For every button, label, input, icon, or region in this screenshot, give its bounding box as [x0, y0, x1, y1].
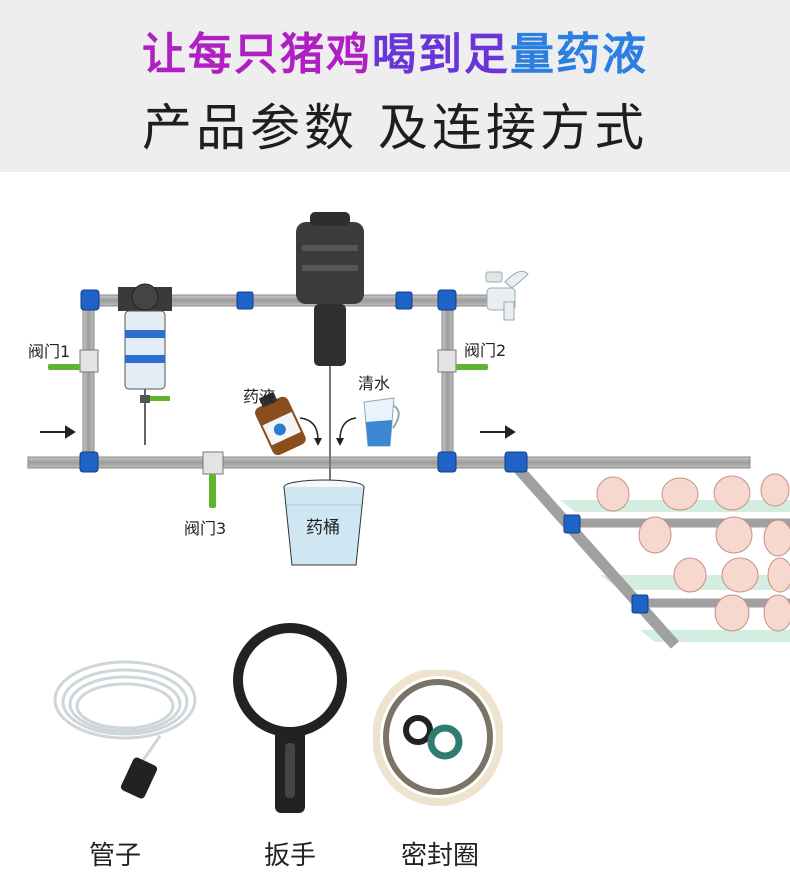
valve2-label: 阀门2 [464, 341, 507, 360]
pen-stripe [640, 630, 790, 642]
bucket-label: 药桶 [306, 518, 340, 538]
measuring-cup-icon [363, 397, 400, 447]
medicine-label: 药液 [243, 387, 276, 406]
valve-3 [202, 451, 224, 508]
filter-unit [118, 283, 172, 445]
medicine-bottle-icon [255, 391, 306, 456]
headline-part1: 让每只猪鸡 [142, 29, 372, 80]
pour-arrow-icon [299, 417, 319, 441]
wrench-caption: 扳手 [263, 841, 316, 871]
filter-wrench-icon [233, 623, 347, 813]
right-riser-pipe [441, 299, 454, 463]
valve1-label: 阀门1 [28, 342, 71, 361]
tube-caption: 管子 [88, 841, 141, 871]
left-riser-pipe [82, 299, 95, 463]
seal-caption: 密封圈 [400, 841, 479, 871]
valve-1 [48, 349, 99, 373]
pig-herd [596, 473, 790, 632]
headline: 让每只猪鸡喝到足量药液 [0, 18, 790, 82]
headline-part3: 量药液 [510, 29, 648, 80]
valve3-label: 阀门3 [184, 519, 227, 538]
tube-coil-icon [53, 660, 197, 799]
seal-ring-icon [373, 670, 503, 806]
faucet-pipe [452, 294, 489, 307]
water-arrow-head [336, 438, 344, 446]
main-pipe [27, 456, 751, 469]
water-arrow-icon [339, 417, 357, 441]
connection-diagram [27, 212, 790, 649]
branch-pipe [510, 461, 680, 649]
dosing-pump [296, 212, 364, 495]
faucet [485, 270, 529, 321]
pipe-fittings [79, 289, 649, 614]
pour-arrow-head [314, 438, 322, 446]
valve-2 [437, 349, 488, 373]
headline-part2: 喝到足 [372, 29, 510, 80]
water-label: 清水 [358, 374, 391, 393]
medicine-bucket [283, 479, 365, 566]
flow-arrow-icon [40, 425, 516, 439]
subheadline: 产品参数 及连接方式 [142, 99, 648, 157]
header-banner [0, 0, 790, 172]
